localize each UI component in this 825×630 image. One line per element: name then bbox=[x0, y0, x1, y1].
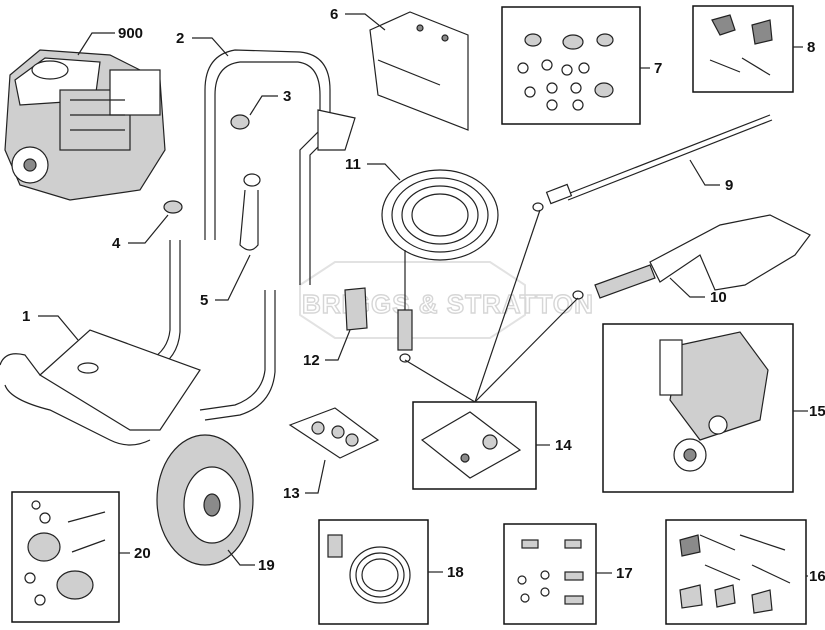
engine-part bbox=[4, 49, 166, 201]
foot-cap-part bbox=[163, 200, 183, 214]
strap-part bbox=[239, 173, 261, 251]
callout-labels: 900 2 3 4 5 1 6 7 8 9 10 11 12 13 14 15 … bbox=[22, 6, 825, 585]
hardware-17-part bbox=[517, 539, 584, 605]
callout-11: 11 bbox=[345, 156, 361, 173]
callout-16: 16 bbox=[809, 568, 825, 585]
callout-14: 14 bbox=[555, 437, 572, 454]
callout-5: 5 bbox=[200, 292, 208, 309]
hose-clip-part bbox=[344, 287, 368, 331]
frame-part bbox=[0, 240, 276, 446]
handle-part bbox=[204, 49, 356, 285]
callout-900: 900 bbox=[118, 25, 143, 42]
leader-lines bbox=[38, 13, 808, 577]
nozzle-holder-part bbox=[420, 411, 522, 479]
callout-4: 4 bbox=[112, 235, 121, 252]
bracket-part bbox=[369, 11, 469, 131]
lance-part bbox=[532, 114, 773, 212]
callout-18: 18 bbox=[447, 564, 464, 581]
hose-part bbox=[381, 169, 499, 363]
callout-10: 10 bbox=[710, 289, 727, 306]
kit-box-20 bbox=[11, 491, 120, 623]
kit-box-16 bbox=[665, 519, 807, 625]
pump-part bbox=[659, 331, 769, 472]
callout-1: 1 bbox=[22, 308, 30, 325]
callout-20: 20 bbox=[134, 545, 151, 562]
callout-7: 7 bbox=[654, 60, 662, 77]
callout-9: 9 bbox=[725, 177, 733, 194]
cap-part bbox=[230, 114, 250, 130]
callout-12: 12 bbox=[303, 352, 320, 369]
callout-3: 3 bbox=[283, 88, 291, 105]
nozzles-part bbox=[288, 407, 380, 459]
callout-8: 8 bbox=[807, 39, 815, 56]
callout-2: 2 bbox=[176, 30, 184, 47]
cleaning-wire-part bbox=[327, 534, 411, 604]
spray-gun-part bbox=[572, 214, 811, 300]
callout-15: 15 bbox=[809, 403, 825, 420]
mounts-part bbox=[517, 33, 614, 111]
callout-17: 17 bbox=[616, 565, 633, 582]
wheel-part bbox=[156, 434, 254, 566]
callout-19: 19 bbox=[258, 557, 275, 574]
callout-6: 6 bbox=[330, 6, 338, 23]
isolators-part bbox=[24, 500, 106, 606]
knobs-part bbox=[709, 14, 773, 76]
callout-13: 13 bbox=[283, 485, 300, 502]
kit-box-8 bbox=[692, 5, 794, 93]
hardware-16-part bbox=[679, 534, 791, 614]
